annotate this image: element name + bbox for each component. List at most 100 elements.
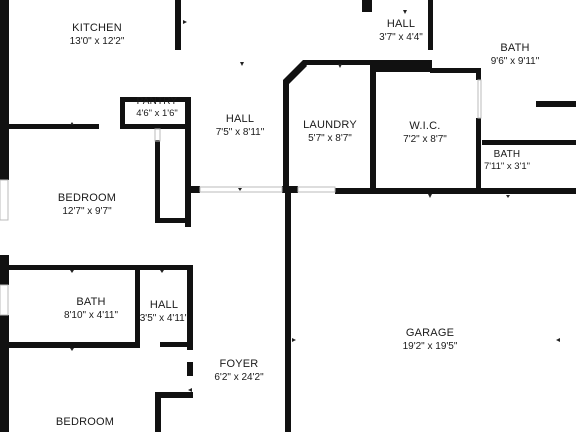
room-dimensions: 12'7" x 9'7" xyxy=(62,206,112,217)
wall-foyer-stub xyxy=(187,362,193,376)
wall-bedroom-closet xyxy=(155,218,191,223)
room-dimensions: 4'6" x 1'6" xyxy=(136,108,178,119)
tick xyxy=(70,270,74,273)
room-dimensions: 7'11" x 3'1" xyxy=(483,161,531,172)
room-label-pantry: PANTRY 4'6" x 1'6" xyxy=(136,96,178,120)
tick xyxy=(240,62,244,66)
room-label-hall-top: HALL 3'7" x 4'4" xyxy=(379,17,423,45)
window-left-upper xyxy=(0,179,9,221)
tick xyxy=(188,388,192,392)
opening-laundry-garage xyxy=(297,186,336,193)
wall-bath-left-right xyxy=(135,270,140,345)
wall-garage-top xyxy=(335,188,576,194)
tick xyxy=(70,122,74,125)
wall-hall-top-left xyxy=(362,0,372,12)
wall-bath-left-top xyxy=(9,265,193,270)
wall-wic-right-upper xyxy=(476,68,481,80)
room-dimensions: 7'5" x 8'11" xyxy=(215,127,265,138)
wall-wic-left xyxy=(370,60,376,192)
wall-hall-bottom-stub xyxy=(190,186,200,193)
window-left-lower xyxy=(0,284,9,316)
room-name: BEDROOM xyxy=(57,192,117,204)
room-label-kitchen: KITCHEN 13'0" x 12'2" xyxy=(70,21,125,49)
wall-laundry-chamfer xyxy=(283,60,307,84)
tick xyxy=(70,348,74,351)
dimension-ticks xyxy=(70,10,560,392)
wall-laundry-left xyxy=(283,80,289,190)
tick xyxy=(556,338,560,342)
room-name: BATH xyxy=(76,296,106,308)
room-label-hall-mid: HALL 7'5" x 8'11" xyxy=(216,112,265,140)
tick xyxy=(506,195,510,198)
room-name: BEDROOM xyxy=(55,416,115,428)
room-name: BATH xyxy=(500,42,530,54)
wall-bedroom-top-right xyxy=(120,124,188,129)
room-label-wic: W.I.C. 7'2" x 8'7" xyxy=(403,119,447,147)
room-label-garage: GARAGE 19'2" x 19'5" xyxy=(403,326,458,354)
wall-laundry-top xyxy=(303,60,373,65)
room-dimensions: 19'2" x 19'5" xyxy=(402,341,458,352)
room-dimensions: 13'0" x 12'2" xyxy=(69,36,125,47)
room-dimensions: 3'7" x 4'4" xyxy=(379,32,423,43)
wall-garage-left xyxy=(285,190,291,432)
room-name: LAUNDRY xyxy=(303,119,357,131)
tick xyxy=(292,338,296,342)
room-dimensions: 7'2" x 8'7" xyxy=(403,134,447,145)
room-dimensions: 9'6" x 9'11" xyxy=(490,56,540,67)
room-name: FOYER xyxy=(219,358,259,370)
room-label-laundry: LAUNDRY 5'7" x 8'7" xyxy=(303,118,357,146)
wall-bath-small-top xyxy=(482,140,576,145)
wall-bedroom-top-left xyxy=(9,124,99,129)
wall-hall-top-right xyxy=(428,0,433,50)
tick xyxy=(428,194,432,198)
wall-pantry-left xyxy=(120,97,125,127)
tick xyxy=(160,270,164,273)
wall-hall-top-bottom xyxy=(372,60,432,72)
room-label-bath-top: BATH 9'6" x 9'11" xyxy=(491,41,540,69)
room-name: BATH xyxy=(493,149,521,160)
room-dimensions: 3'5" x 4'11" xyxy=(139,313,189,324)
wall-wic-right-lower xyxy=(476,118,481,192)
exterior-wall-left-mid xyxy=(0,255,9,285)
wall-hall-low-right xyxy=(187,270,193,350)
wall-bedroom2-closet-top xyxy=(155,392,193,398)
tick xyxy=(238,188,242,191)
exterior-wall-left-upper xyxy=(0,0,9,180)
room-name: GARAGE xyxy=(405,327,455,339)
wall-hall-low-bottom xyxy=(160,342,192,347)
room-label-hall-low: HALL 3'5" x 4'11" xyxy=(140,298,189,326)
wall-hall-bottom-right xyxy=(282,186,298,193)
tick xyxy=(403,10,407,14)
room-label-bedroom-2: BEDROOM xyxy=(56,415,114,429)
openings xyxy=(0,79,482,316)
opening-wic-bath xyxy=(477,79,482,119)
wall-bedroom-closet-side xyxy=(155,140,160,222)
room-name: HALL xyxy=(225,113,255,125)
room-name: PANTRY xyxy=(136,96,178,107)
wall-pantry-top xyxy=(120,97,188,102)
room-dimensions: 8'10" x 4'11" xyxy=(63,310,119,321)
room-name: W.I.C. xyxy=(409,120,441,132)
opening-bedroom-closet xyxy=(154,128,161,142)
tick xyxy=(183,20,187,24)
wall-bedroom2-closet-side xyxy=(155,392,161,432)
room-label-bath-left: BATH 8'10" x 4'11" xyxy=(64,295,118,323)
wall-kitchen-right xyxy=(175,0,181,50)
tick xyxy=(338,64,342,68)
opening-hall-foyer xyxy=(199,186,283,193)
room-name: HALL xyxy=(149,299,179,311)
room-dimensions: 5'7" x 8'7" xyxy=(308,133,352,144)
room-name: HALL xyxy=(386,18,416,30)
room-dimensions: 6'2" x 24'2" xyxy=(214,372,264,383)
wall-wic-top xyxy=(430,68,480,73)
wall-bedroom2-top xyxy=(9,342,140,348)
room-name: KITCHEN xyxy=(72,22,122,34)
wall-bath-top-bottom xyxy=(536,101,576,107)
exterior-wall-left-lower xyxy=(0,315,9,432)
room-label-foyer: FOYER 6'2" x 24'2" xyxy=(214,357,263,385)
wall-hall-left xyxy=(185,97,191,227)
room-label-bath-small: BATH 7'11" x 3'1" xyxy=(484,149,530,173)
room-label-bedroom-1: BEDROOM 12'7" x 9'7" xyxy=(58,191,116,219)
